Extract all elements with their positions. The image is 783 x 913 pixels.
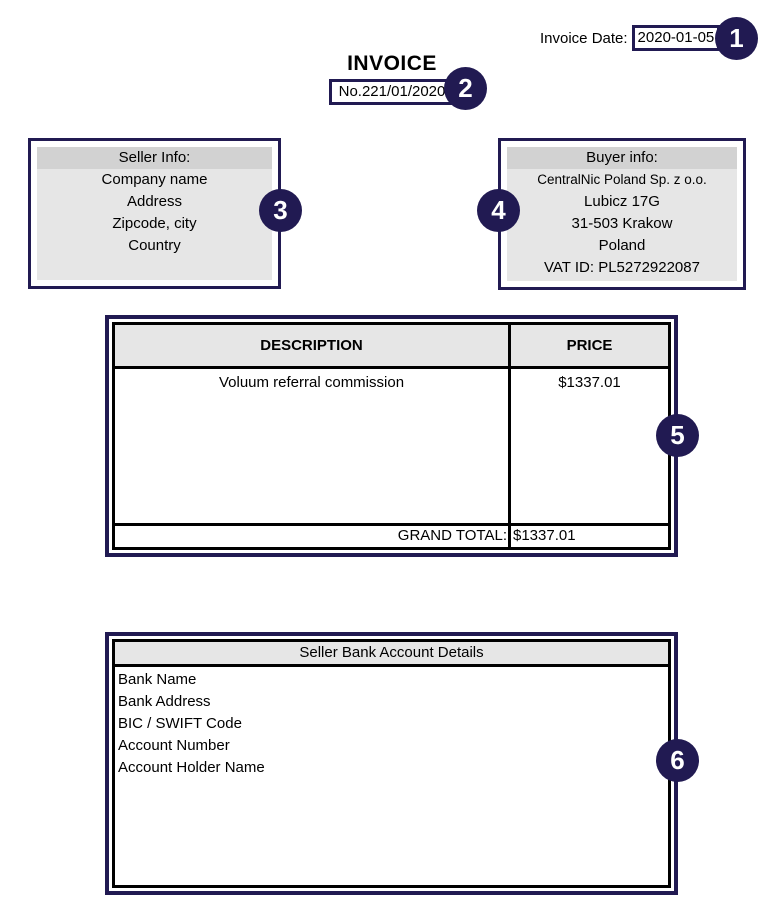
- account-number-line: Account Number: [118, 737, 230, 754]
- bank-details-inner: Seller Bank Account Details Bank Name Ba…: [112, 639, 671, 888]
- buyer-info-body: Buyer info: CentralNic Poland Sp. z o.o.…: [507, 147, 737, 281]
- callout-badge-4: 4: [477, 189, 520, 232]
- buyer-info-panel: Buyer info: CentralNic Poland Sp. z o.o.…: [498, 138, 746, 290]
- buyer-company-name: CentralNic Poland Sp. z o.o.: [537, 172, 707, 187]
- grand-total-value: $1337.01: [508, 526, 668, 547]
- bank-address-line: Bank Address: [118, 693, 211, 710]
- items-table-inner: DESCRIPTION PRICE Voluum referral commis…: [112, 322, 671, 550]
- bank-details-header: Seller Bank Account Details: [115, 642, 668, 664]
- invoice-date-value: 2020-01-05: [631, 25, 721, 51]
- bank-name-line: Bank Name: [118, 671, 197, 688]
- buyer-street: Lubicz 17G: [584, 193, 660, 210]
- column-header-description: DESCRIPTION: [115, 325, 508, 366]
- seller-info-panel: Seller Info: Company name Address Zipcod…: [28, 138, 281, 289]
- callout-badge-6: 6: [656, 739, 699, 782]
- buyer-zipcode-city: 31-503 Krakow: [571, 215, 673, 232]
- cell-price: $1337.01: [508, 369, 668, 523]
- column-header-price: PRICE: [508, 325, 668, 366]
- callout-badge-3: 3: [259, 189, 302, 232]
- seller-company-name: Company name: [101, 171, 208, 188]
- double-rule-divider: [115, 664, 668, 667]
- account-holder-line: Account Holder Name: [118, 759, 265, 776]
- invoice-number: No.221/01/2020: [328, 79, 456, 105]
- seller-address: Address: [126, 193, 183, 210]
- callout-badge-1: 1: [715, 17, 758, 60]
- seller-info-body: Seller Info: Company name Address Zipcod…: [37, 147, 272, 280]
- invoice-title: INVOICE: [347, 52, 437, 75]
- items-table-header-row: DESCRIPTION PRICE: [115, 325, 668, 369]
- bank-details-panel: Seller Bank Account Details Bank Name Ba…: [105, 632, 678, 895]
- buyer-country: Poland: [598, 237, 646, 254]
- seller-info-header: Seller Info:: [37, 147, 272, 169]
- bic-swift-line: BIC / SWIFT Code: [118, 715, 242, 732]
- callout-badge-2: 2: [444, 67, 487, 110]
- callout-badge-5: 5: [656, 414, 699, 457]
- seller-zipcode-city: Zipcode, city: [112, 215, 197, 232]
- seller-country: Country: [128, 237, 181, 254]
- grand-total-label: GRAND TOTAL:: [397, 527, 507, 544]
- invoice-date-label: Invoice Date:: [540, 29, 628, 47]
- table-row: Voluum referral commission $1337.01: [115, 369, 668, 523]
- buyer-info-header: Buyer info:: [507, 147, 737, 169]
- invoice-date-row: Invoice Date: 2020-01-05: [540, 25, 721, 51]
- grand-total-row: GRAND TOTAL: $1337.01: [115, 523, 668, 547]
- cell-description: Voluum referral commission: [218, 374, 405, 391]
- buyer-vat-id: VAT ID: PL5272922087: [544, 259, 700, 276]
- items-table: DESCRIPTION PRICE Voluum referral commis…: [105, 315, 678, 557]
